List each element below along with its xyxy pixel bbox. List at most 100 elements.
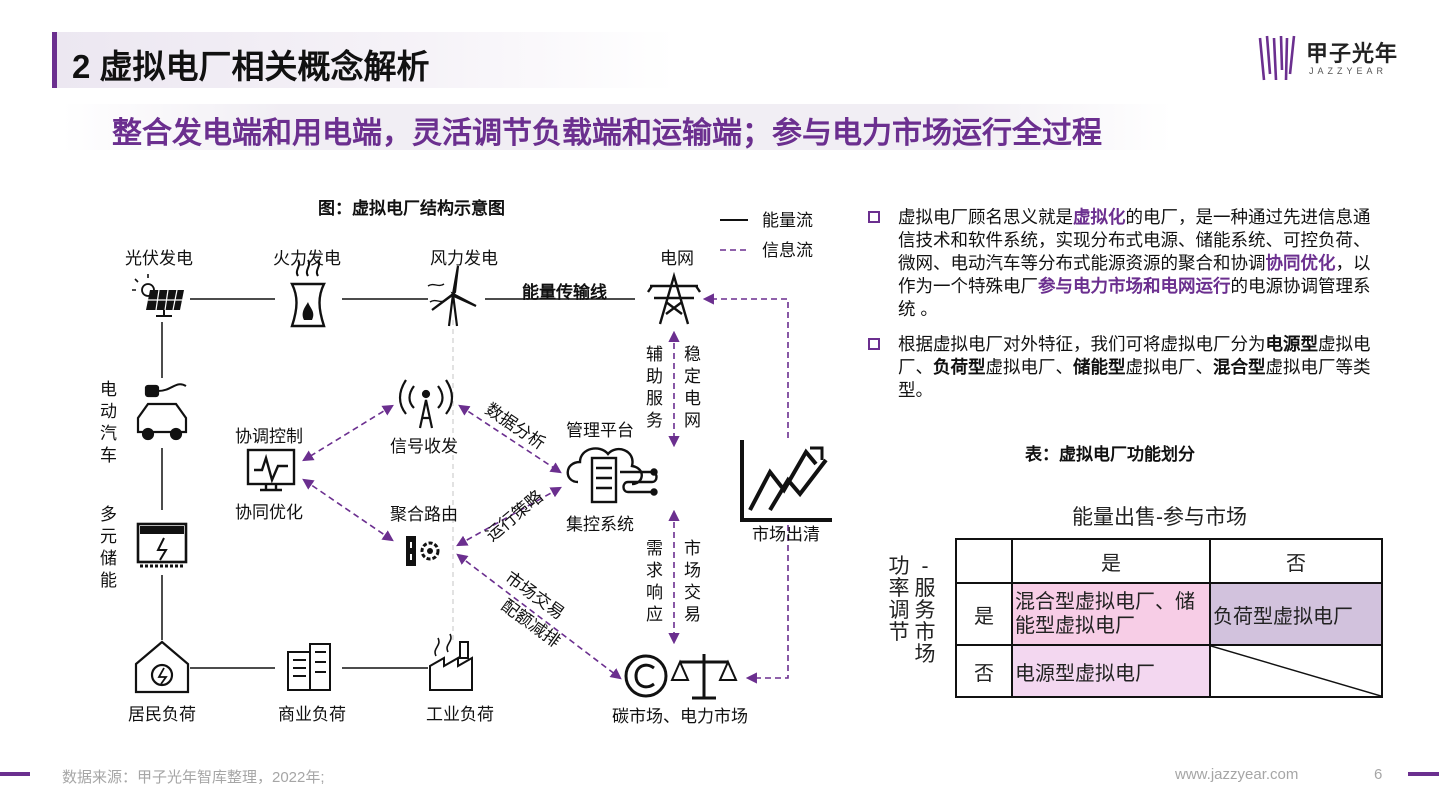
node-commercial-label: 商业负荷 [278, 705, 346, 724]
svg-text:场: 场 [684, 561, 701, 580]
node-grid-label: 电网 [660, 249, 694, 268]
table-title: 表：虚拟电厂功能划分 [1025, 445, 1195, 464]
node-thermal-label: 火力发电 [273, 249, 341, 268]
rising-chart-icon [740, 440, 832, 522]
node-storage-char-4: 能 [100, 571, 117, 590]
footer-accent-left [0, 772, 30, 776]
signal-antenna-icon [398, 379, 454, 429]
node-clearing-label: 市场出清 [752, 525, 820, 544]
node-wind-label: 风力发电 [430, 249, 498, 268]
node-resident-label: 居民负荷 [128, 705, 196, 724]
cloud-server-icon [566, 447, 658, 504]
website-url: www.jazzyear.com [1175, 766, 1299, 783]
svg-text:数据分析: 数据分析 [482, 400, 549, 454]
function-table: 是 否 是 混合型虚拟电厂、储能型虚拟电厂 负荷型虚拟电厂 否 电源型虚拟电厂 [955, 538, 1383, 698]
table-row-caption-1: 功 率 调 节 [888, 555, 910, 644]
thermal-plant-icon [290, 259, 326, 328]
table-cell-empty [1209, 644, 1383, 698]
node-storage-char-3: 储 [100, 549, 117, 568]
node-ev-char-3: 汽 [100, 424, 117, 443]
table-column-caption: 能量出售-参与市场 [1072, 506, 1247, 529]
description-bullets: 虚拟电厂顾名思义就是虚拟化的电厂，是一种通过先进信息通信技术和软件系统，实现分布… [868, 206, 1378, 414]
edge-aux-service-label: 辅 助 服 务 [646, 345, 663, 430]
svg-text:稳: 稳 [684, 345, 701, 364]
page-number: 6 [1374, 766, 1383, 783]
node-market-label: 碳市场、电力市场 [612, 707, 748, 726]
diagram-caption: 图：虚拟电厂结构示意图 [318, 198, 505, 218]
node-coord-bottom-label: 协同优化 [235, 503, 303, 522]
svg-text:网: 网 [684, 411, 701, 430]
node-industrial-label: 工业负荷 [426, 705, 494, 724]
vpp-structure-diagram: 图：虚拟电厂结构示意图 能量流 信息流 光伏发电 火力发电 风力发电 电网 能量… [100, 198, 832, 726]
carbon-scale-icon [624, 654, 738, 700]
footer-accent-right [1408, 772, 1439, 776]
solar-panel-icon [132, 274, 184, 317]
svg-text:助: 助 [646, 367, 663, 386]
svg-text:定: 定 [684, 367, 701, 386]
info-lines [302, 293, 789, 684]
node-solar-label: 光伏发电 [125, 249, 193, 268]
table-cell-hybrid-storage: 混合型虚拟电厂、储能型虚拟电厂 [1011, 582, 1211, 646]
edge-trade-label: 市场交易 配额减排 [498, 568, 568, 651]
edge-stable-grid-label: 稳 定 电 网 [684, 345, 701, 430]
svg-text:应: 应 [646, 605, 663, 624]
svg-text:电: 电 [684, 389, 701, 408]
edge-data-analysis-label: 数据分析 [482, 400, 549, 454]
svg-text:服: 服 [646, 389, 663, 408]
diagonal-line-icon [1212, 647, 1380, 695]
subtitle-band [62, 104, 1172, 150]
edge-strategy-label: 运行策略 [482, 487, 546, 545]
svg-text:交: 交 [684, 583, 701, 602]
data-source: 数据来源：甲子光年智库整理，2022年; [62, 769, 325, 786]
node-mgmt-bottom-label: 集控系统 [566, 515, 634, 534]
ev-car-icon [136, 383, 188, 441]
logo-text: 甲子光年 [1306, 41, 1399, 66]
node-coord-top-label: 协调控制 [235, 427, 303, 446]
table-row: 是 混合型虚拟电厂、储能型虚拟电厂 负荷型虚拟电厂 [955, 582, 1383, 646]
table-col-header: 是 [1011, 538, 1211, 584]
legend-info-label: 信息流 [762, 241, 813, 260]
monitor-pulse-icon [246, 448, 296, 492]
table-header-row: 是 否 [955, 538, 1383, 584]
title-band [57, 32, 677, 88]
node-ev-char-4: 车 [100, 446, 117, 465]
factory-icon [429, 633, 473, 691]
node-storage-char-2: 元 [100, 527, 117, 546]
node-ev-char-2: 动 [100, 402, 117, 421]
logo-subtext: JAZZYEAR [1309, 66, 1388, 76]
table-cell-source-type: 电源型虚拟电厂 [1011, 644, 1211, 698]
svg-text:运行策略: 运行策略 [482, 487, 546, 545]
svg-text:求: 求 [646, 561, 663, 580]
svg-text:务: 务 [646, 411, 663, 430]
svg-text:需: 需 [646, 539, 663, 558]
node-router-label: 聚合路由 [390, 505, 458, 524]
node-storage-char-1: 多 [100, 505, 117, 524]
node-ev-char-1: 电 [100, 380, 117, 399]
energy-lines [161, 298, 635, 669]
bullet-types: 根据虚拟电厂对外特征，我们可将虚拟电厂分为电源型虚拟电厂、负荷型虚拟电厂、储能型… [868, 333, 1378, 402]
svg-text:市: 市 [684, 539, 701, 558]
edge-transmission-label: 能量传输线 [522, 282, 607, 302]
bullet-definition: 虚拟电厂顾名思义就是虚拟化的电厂，是一种通过先进信息通信技术和软件系统，实现分布… [868, 206, 1378, 321]
router-gear-icon [406, 536, 440, 566]
battery-storage-icon [136, 522, 188, 568]
commercial-building-icon [287, 643, 331, 691]
house-icon [134, 640, 190, 694]
subtitle: 整合发电端和用电端，灵活调节负载端和运输端；参与电力市场运行全过程 [112, 117, 1102, 150]
table-cell-load-type: 负荷型虚拟电厂 [1209, 582, 1383, 646]
jazzyear-logo-icon [1258, 35, 1296, 81]
title-accent-bar [52, 32, 57, 88]
svg-text:辅: 辅 [646, 345, 663, 364]
table-row-header: 是 [955, 582, 1013, 646]
page-title: 2 虚拟电厂相关概念解析 [72, 48, 430, 85]
table-corner-cell [955, 538, 1013, 584]
legend-energy-label: 能量流 [762, 211, 813, 230]
node-mgmt-top-label: 管理平台 [566, 421, 634, 440]
svg-text:易: 易 [684, 605, 701, 624]
table-col-header: 否 [1209, 538, 1383, 584]
table-row: 否 电源型虚拟电厂 [955, 644, 1383, 698]
edge-market-trade-label: 市 场 交 易 [684, 539, 701, 624]
svg-text:响: 响 [646, 583, 663, 602]
bullet-square-icon [868, 338, 880, 350]
node-signal-label: 信号收发 [390, 437, 458, 456]
